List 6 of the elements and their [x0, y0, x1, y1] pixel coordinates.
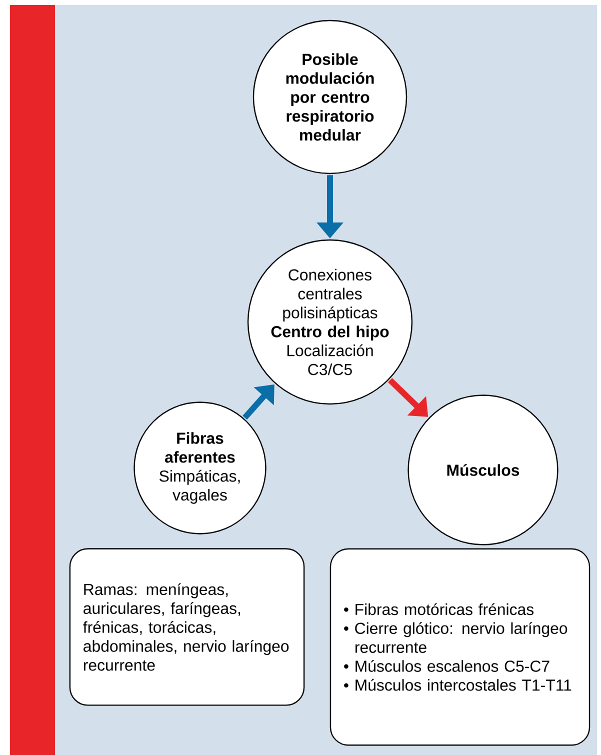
circle-node: Posible modulación por centro respiratorio medular: [252, 20, 408, 174]
text-box: Ramas: meníngeas, auriculares, faríngeas, frénicas, torácicas, abdominales, nervio laríngeo recurrente: [69, 548, 305, 706]
circle-node: Conexiones centrales polisinápticas Centro del hipo Localización C3/C5: [247, 239, 413, 405]
circle-node: Fibras aferentes Simpáticas, vagales: [134, 402, 266, 534]
circle-node: Músculos: [408, 394, 558, 546]
bullet-list-box: • Fibras motóricas frénicas • Cierre glótico: nervio laríngeo recurrente • Músculos escalenos C5-C7 • Músculos intercostales T1-T11: [330, 548, 590, 746]
